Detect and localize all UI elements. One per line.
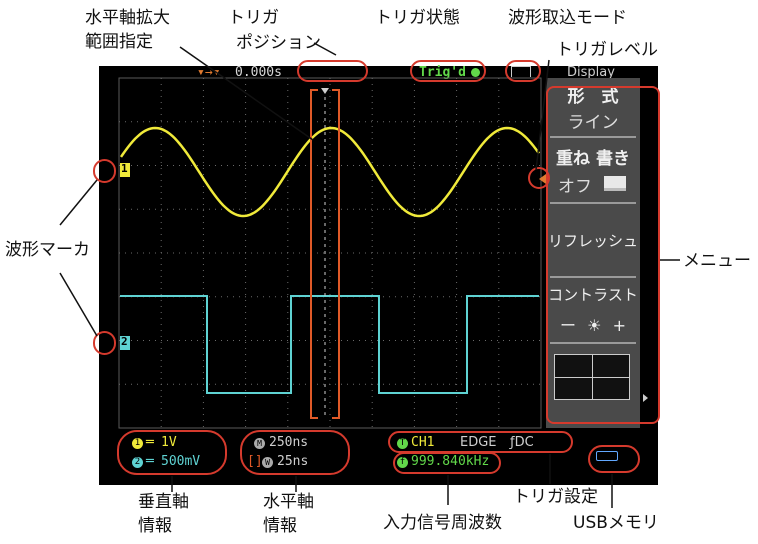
oval-ch1-marker [93,159,116,183]
menu-overlay-value[interactable]: オフ [558,177,592,197]
oval-acquire-mode [505,60,541,82]
contrast-plus[interactable]: + [612,316,626,335]
leader-marker-ch2 [59,272,98,337]
menu-format-value[interactable]: ライン [567,113,619,133]
label-menu: メニュー [683,251,751,271]
label-waveform-marker: 波形マーカ [5,240,90,260]
grid-style-icon[interactable] [554,354,630,400]
trigger-coupling: ƒDC [510,435,534,450]
menu-format-label[interactable]: 形 式 [567,87,619,107]
label-vertical-info-1: 垂直軸 [138,492,189,512]
menu-refresh[interactable]: リフレッシュ [547,232,638,250]
ch1-marker-box [120,163,130,177]
trigger-state: Trig'd [419,65,466,80]
label-vertical-info-2: 情報 [138,516,172,536]
contrast-sun-icon: ☀ [587,316,602,335]
contrast-minus[interactable]: ー [560,316,577,335]
ch1-coupling-icon: ═ [146,435,154,450]
label-trigger-position-1: トリガ [228,8,279,28]
label-horizontal-info-1: 水平軸 [263,492,314,512]
oval-vertical-info [117,430,227,475]
oval-menu [546,86,660,424]
menu-divider [550,136,636,138]
oval-trigger-position [297,60,368,82]
menu-divider [550,276,636,278]
label-trigger-level: トリガレベル [556,40,658,60]
waveform-display [118,77,546,429]
menu-contrast-label[interactable]: コントラスト [548,286,638,304]
oval-usb-memory [588,445,640,473]
ch2-waveform [120,295,539,394]
zoom-range-bracket [310,89,340,419]
oval-trigger-state [410,60,486,82]
overlay-icon [604,176,626,191]
ch2-coupling-icon: ═ [146,454,154,469]
contrast-controls[interactable]: ー ☀ + [546,312,640,336]
oval-horizontal-info [240,430,350,475]
trigger-badge: T [397,438,408,449]
menu-more-arrow[interactable] [643,394,648,402]
label-input-frequency: 入力信号周波数 [383,513,502,533]
menu-overlay-label[interactable]: 重ね 書き [556,149,630,169]
label-usb-memory: USBメモリ [573,513,659,533]
oval-input-frequency [393,452,501,474]
ch1-marker-label: 1 [121,162,128,175]
label-trigger-position-2: ポジション [236,33,321,53]
oval-ch2-marker [93,331,116,355]
ch1-badge: 1 [132,438,143,449]
graticule-grid [119,78,541,428]
leader-marker-ch1 [59,179,98,226]
label-horizontal-info-2: 情報 [263,516,297,536]
ch2-marker-box [120,336,130,350]
grid-style-divider-h [555,377,629,378]
label-trigger-status: トリガ状態 [375,8,460,28]
trigger-type: EDGE [460,435,497,450]
menu-divider [550,202,636,204]
zoom-timebase-badge: W [262,457,273,468]
display-label: Display [567,65,615,80]
ch1-scale: 1V [161,435,177,450]
label-trigger-settings: トリガ設定 [513,487,598,507]
label-acquire-mode: 波形取込モード [508,8,627,28]
label-horizontal-zoom-2: 範囲指定 [85,32,153,52]
ch1-waveform [119,126,541,218]
oscilloscope-screen: ▾→▾ 0.000s Trig'd Display 1 2 形 式 ライン 重ね… [99,65,658,485]
zoom-timebase: 25ns [277,454,309,469]
ch2-scale: 500mV [161,454,201,469]
menu-divider [550,342,636,344]
ch2-badge: 2 [132,457,143,468]
trigger-source: CH1 [411,435,435,450]
main-timebase: 250ns [269,435,309,450]
trigger-position-marker [321,88,329,94]
oval-trigger-settings [388,431,573,453]
display-menu: 形 式 ライン 重ね 書き オフ リフレッシュ コントラスト ー ☀ + [546,78,640,428]
ch2-marker-label: 2 [121,335,128,348]
label-horizontal-zoom-1: 水平軸拡大 [85,8,170,28]
input-frequency: 999.840kHz [411,454,490,469]
